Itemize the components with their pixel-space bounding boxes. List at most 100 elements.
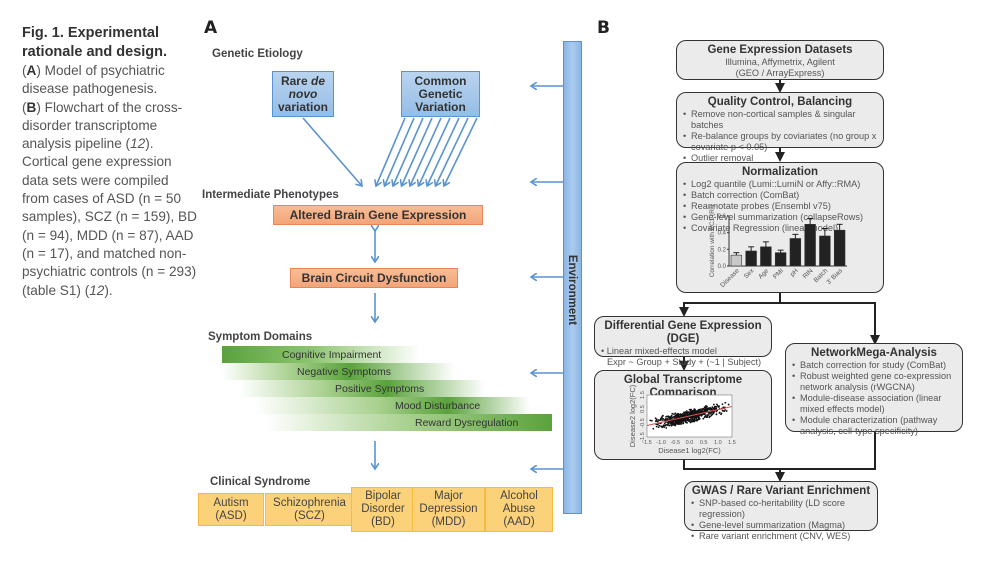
de-text: de: [311, 73, 326, 88]
scatter-point: [684, 417, 687, 420]
scatter-point: [686, 411, 689, 414]
scatter-point: [702, 417, 705, 420]
syndrome-abbr: (MDD): [431, 516, 466, 528]
scatter-point: [722, 406, 725, 409]
scatter-point: [672, 421, 675, 424]
common-variation-arrow: [419, 117, 451, 186]
environment-bar: [563, 41, 582, 514]
network-item: Module characterization (pathway analysi…: [792, 415, 956, 437]
scatter-point: [711, 406, 714, 409]
scatter-point: [666, 417, 669, 420]
dge-text: Linear mixed-effects model: [606, 346, 717, 356]
syndrome-abbr: (SCZ): [294, 509, 325, 522]
gwas-item: Rare variant enrichment (CNV, WES): [691, 531, 871, 542]
scatter-point: [665, 427, 668, 429]
scatter-point: [675, 416, 678, 419]
scatter-point: [658, 424, 661, 427]
common-variation-arrow: [436, 117, 469, 186]
scatter-point: [698, 415, 700, 417]
x-tick-label: -0.5: [671, 440, 680, 446]
scatter-point: [662, 424, 665, 427]
flow-arrow-to-gwas: [683, 460, 785, 482]
caption-a-label: A: [26, 63, 37, 78]
scatter-point: [650, 419, 653, 422]
caption-b-text: Flowchart of the cross-disorder transcri…: [22, 99, 183, 152]
scatter-point: [679, 420, 682, 423]
y-tick-label: -1.5: [640, 432, 646, 441]
scatter-point: [691, 409, 694, 412]
scatter-point: [685, 410, 688, 412]
scatter-point: [724, 401, 727, 404]
box-title: Normalization: [741, 166, 819, 178]
dge-box: Differential Gene Expression (DGE) • Lin…: [594, 316, 772, 367]
scatter-point: [689, 409, 692, 411]
scatter-point: [652, 427, 655, 430]
norm-item: Log2 quantile (Lumi::LumiN or Affy::RMA): [683, 179, 877, 190]
box-title: GWAS / Rare Variant Enrichment: [691, 485, 871, 497]
scatter-point: [693, 412, 696, 414]
caption-body: Cortical gene expression data sets were …: [22, 154, 197, 298]
common-variation-arrow: [393, 117, 424, 186]
scatter-point: [660, 417, 663, 420]
flow-line-from-network: [780, 432, 876, 470]
dge-line1: • Linear mixed-effects model: [601, 346, 717, 356]
scatter-point: [705, 406, 708, 408]
common-variation-arrow: [376, 117, 406, 186]
panel-a-label: A: [204, 18, 218, 38]
scatter-point: [669, 423, 672, 425]
norm-item: Reannotate probes (Ensembl v75): [683, 201, 877, 212]
scatter-point: [654, 417, 657, 420]
common-variation-arrows: [376, 117, 478, 186]
caption-ref: 12: [130, 136, 146, 152]
panel-b-label: B: [597, 18, 610, 38]
scatter-point: [724, 409, 727, 411]
syndrome-autism: Autism(ASD): [198, 493, 264, 526]
qc-item: Remove non-cortical samples & singular b…: [683, 109, 877, 131]
gwas-box: GWAS / Rare Variant Enrichment SNP-based…: [684, 481, 878, 542]
box-title: Gene Expression Datasets: [707, 44, 853, 56]
scatter-point: [673, 422, 676, 425]
scatter-point: [690, 411, 692, 413]
scatter-point: [695, 410, 697, 413]
scatter-point: [703, 416, 706, 419]
scatter-point: [679, 422, 681, 425]
scatter-point: [727, 403, 730, 406]
syndrome-name: Bipolar Disorder: [361, 490, 405, 515]
normalization-box: Normalization Log2 quantile (Lumi::LumiN…: [676, 162, 884, 293]
syndrome-abbr: (AAD): [503, 516, 535, 528]
y-tick-label: -0.5: [640, 418, 646, 427]
norm-item: Gene-level summarization (collapseRows): [683, 212, 877, 223]
scatter-point: [673, 413, 675, 416]
scatter-point: [655, 425, 658, 428]
scatter-point: [669, 416, 672, 419]
scatter-point: [681, 419, 684, 422]
scatter-point: [666, 421, 669, 424]
common-variation-arrow: [444, 117, 478, 186]
scatter-point: [657, 419, 660, 421]
scatter-point: [716, 403, 718, 406]
scatter-point: [663, 422, 666, 425]
common-variation-arrow: [385, 117, 415, 186]
scatter-point: [667, 416, 670, 419]
genetic-text: Genetic: [418, 86, 463, 101]
box-line: (GEO / ArrayExpress): [735, 68, 825, 78]
dge-formula: Expr ~ Group + Study + (~1 | Subject): [607, 357, 762, 367]
variation-text: variation: [277, 99, 328, 114]
caption-ref: 12: [89, 282, 105, 298]
quality-control-box: Quality Control, Balancing Remove non-co…: [676, 92, 884, 164]
scatter-point: [671, 412, 674, 415]
scatter-points: [649, 401, 730, 430]
box-line: Illumina, Affymetrix, Agilent: [725, 57, 835, 67]
intermediate-phenotypes-heading: Intermediate Phenotypes: [202, 189, 339, 201]
syndrome-alcohol-abuse: Alcohol Abuse(AAD): [485, 487, 553, 532]
scatter-point: [709, 412, 712, 415]
scatter-point: [696, 412, 698, 415]
symptom-domains-heading: Symptom Domains: [208, 331, 313, 343]
y-tick-label: 0.6: [718, 214, 727, 220]
flow-arrow-to-dge: [679, 293, 781, 317]
y-axis-label: Disease2 log2(FC): [628, 384, 637, 447]
scatter-point: [718, 411, 721, 414]
